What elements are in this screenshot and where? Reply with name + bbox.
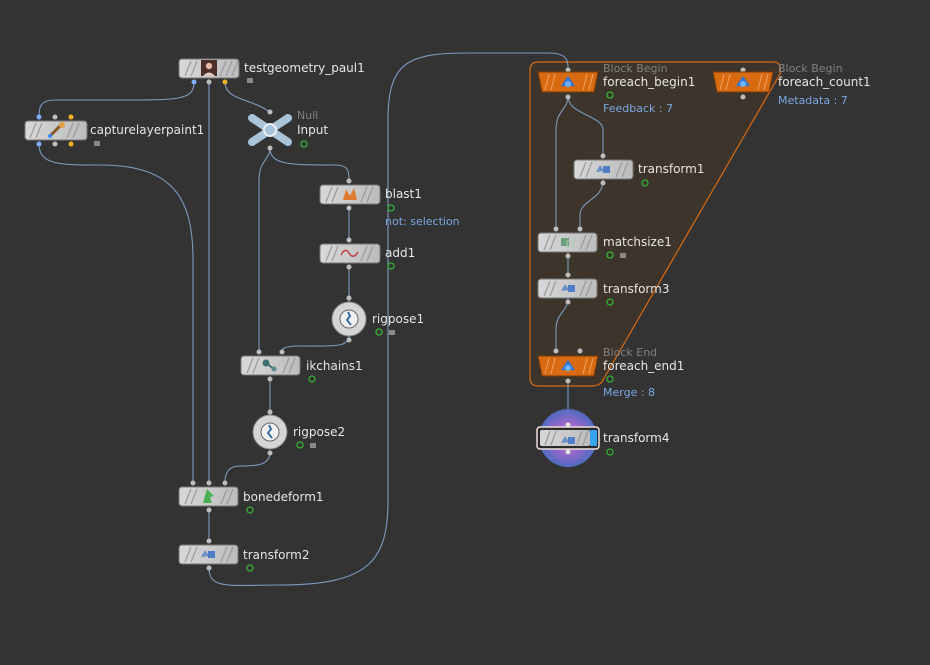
paint-brush-icon — [47, 122, 65, 139]
foreach-icon — [561, 360, 575, 371]
rigpose-icon — [266, 424, 273, 439]
bone-deform-icon — [203, 489, 214, 503]
node-rigpose2[interactable] — [252, 409, 316, 456]
node-transform3[interactable] — [537, 272, 614, 306]
node-info-foreach-begin: Feedback : 7 — [603, 102, 674, 115]
node-label-input: Input — [297, 123, 329, 137]
node-label-ikchains: ikchains1 — [306, 359, 363, 373]
node-label-bonedeform: bonedeform1 — [243, 490, 324, 504]
node-label-transform3: transform3 — [603, 282, 670, 296]
node-info-foreach-end: Merge : 8 — [603, 386, 656, 399]
node-info-foreach-count: Metadata : 7 — [778, 94, 848, 107]
node-label-transform1: transform1 — [638, 162, 705, 176]
node-bonedeform[interactable] — [178, 480, 254, 514]
null-cross-icon — [248, 114, 292, 146]
node-info-blast: not: selection — [385, 215, 460, 228]
foreach-icon — [561, 76, 575, 87]
node-type-foreach-begin: Block Begin — [603, 62, 668, 75]
wire-testgeometry-input — [224, 81, 271, 113]
node-foreach-count[interactable] — [712, 67, 774, 100]
wire-input-blast — [269, 147, 350, 181]
match-size-icon — [561, 238, 574, 248]
node-transform4[interactable] — [536, 409, 614, 467]
node-type-foreach-count: Block Begin — [778, 62, 843, 75]
node-label-rigpose1: rigpose1 — [372, 312, 425, 326]
node-transform2[interactable] — [178, 538, 254, 572]
wire-rigpose1-ikchains — [281, 335, 350, 353]
node-label-foreach-end: foreach_end1 — [603, 359, 685, 373]
node-add[interactable] — [319, 237, 395, 270]
transform-icon — [561, 436, 575, 444]
wire-transform2-foreachbegin — [208, 52, 569, 587]
node-foreach-begin[interactable] — [537, 67, 614, 100]
ik-chain-icon — [262, 359, 277, 372]
transform-icon — [201, 550, 215, 558]
display-flag[interactable] — [590, 430, 597, 446]
node-ikchains[interactable] — [240, 349, 316, 383]
wire-foreachbegin-transform1 — [567, 95, 604, 156]
node-label-testgeometry: testgeometry_paul1 — [244, 61, 365, 75]
wire-capturelayerpaint-bonedeform — [38, 143, 194, 482]
node-blast[interactable] — [319, 178, 395, 212]
node-label-foreach-count: foreach_count1 — [778, 75, 871, 89]
blast-icon — [343, 188, 357, 200]
node-rigpose1[interactable] — [331, 295, 395, 343]
wire-testgeometry-capturelayerpaint — [38, 81, 195, 117]
transform-icon — [596, 165, 610, 173]
node-testgeometry[interactable] — [178, 58, 253, 85]
node-label-blast: blast1 — [385, 187, 422, 201]
wire-rigpose2-bonedeform — [224, 451, 271, 483]
node-input[interactable] — [248, 109, 308, 151]
node-label-foreach-begin: foreach_begin1 — [603, 75, 696, 89]
wire-input-ikchains — [258, 147, 271, 352]
wire-foreachbegin-matchsize — [555, 95, 569, 228]
wire-transform1-matchsize — [579, 179, 604, 228]
node-label-transform4: transform4 — [603, 431, 670, 445]
foreach-block-region — [529, 61, 781, 387]
node-foreach-end[interactable] — [537, 348, 614, 384]
node-label-capturelayerpaint: capturelayerpaint1 — [90, 123, 205, 137]
node-matchsize[interactable] — [537, 226, 626, 259]
node-label-rigpose2: rigpose2 — [293, 425, 346, 439]
rigpose-icon — [345, 311, 352, 326]
wires — [38, 52, 604, 587]
portrait-icon — [201, 60, 217, 76]
node-type-foreach-end: Block End — [603, 346, 658, 359]
node-label-add: add1 — [385, 246, 416, 260]
foreach-icon — [736, 76, 750, 87]
transform-icon — [561, 284, 575, 292]
add-curve-icon — [340, 249, 359, 257]
node-label-transform2: transform2 — [243, 548, 310, 562]
node-type-input: Null — [297, 109, 319, 122]
node-transform1[interactable] — [573, 153, 649, 187]
node-label-matchsize: matchsize1 — [603, 235, 672, 249]
node-capturelayerpaint[interactable] — [24, 114, 100, 147]
